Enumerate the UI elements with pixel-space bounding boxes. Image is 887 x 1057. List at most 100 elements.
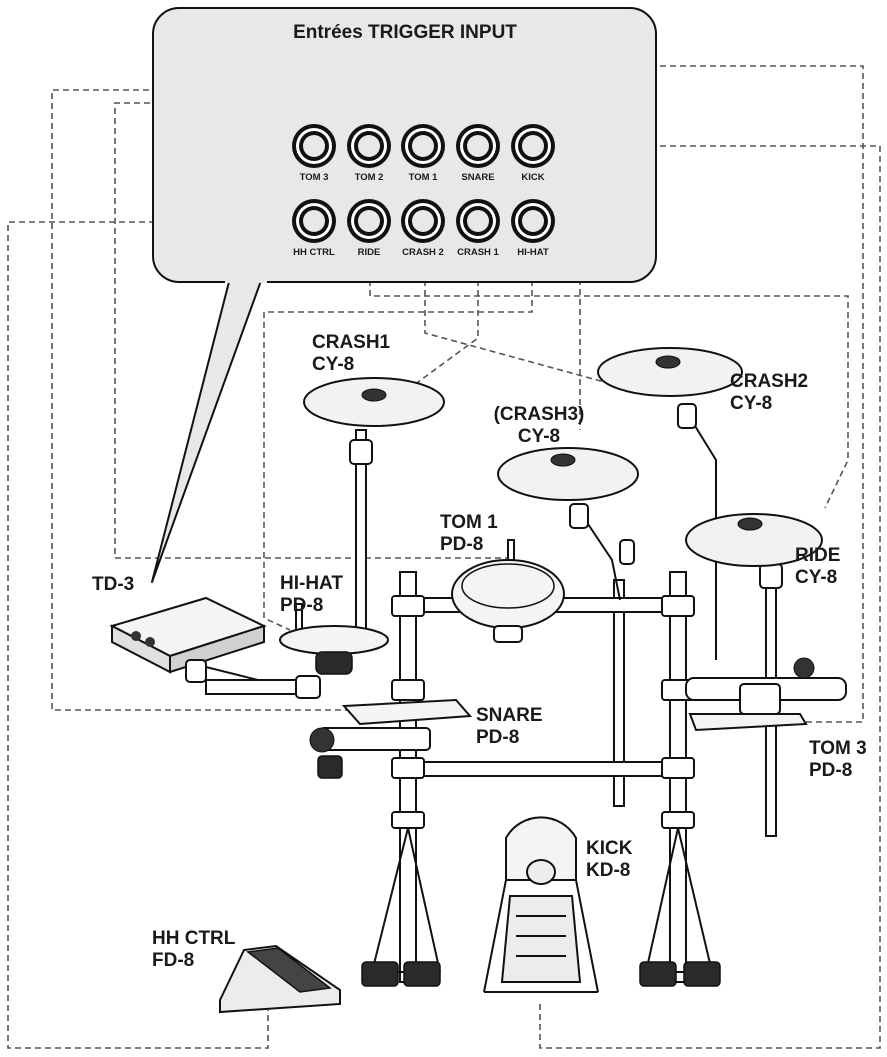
rack-foot [403,961,441,987]
clamp [391,757,425,779]
kick-pad [483,816,599,993]
cymbal-disc [303,377,445,427]
trigger-jack-ride: RIDE [347,199,391,258]
cable-crash1 [409,270,479,389]
pad-clamp [295,675,321,699]
kick-pedal [500,895,582,983]
cymbal-disc [685,513,823,567]
kick-pedal-ridges [516,915,566,957]
snare-clamp [317,755,343,779]
cymbal-holder [349,439,373,465]
jack-row-top: TOM 3 TOM 2 TOM 1 SNARE KICK [292,124,555,183]
snare-arm [319,727,431,751]
cymbal-holder [759,563,783,589]
trigger-jack-label: TOM 2 [355,172,384,183]
trigger-jack-label: CRASH 1 [457,247,499,258]
trigger-jack-crash-2: CRASH 2 [401,199,445,258]
pedal-body [219,944,341,1014]
cymbal-arm [579,511,621,601]
label-td3: TD-3 [92,574,134,595]
td3-jack [145,637,155,647]
pedal-plate [246,947,332,993]
clamp [391,811,425,829]
crash3-cymbal [497,447,639,601]
rack-bar-lower [415,761,671,777]
tom1-pad [451,539,565,643]
clamp [661,595,695,617]
pad-body [451,559,565,629]
rack-foot [361,961,399,987]
rack-post-center [613,579,625,807]
tom3-knob [793,657,815,679]
trigger-jack-tom-2: TOM 2 [347,124,391,183]
tom3-clamp [739,683,781,715]
trigger-jack-hi-hat: HI-HAT [511,199,555,258]
td3-clamp [185,659,207,683]
cable-hihat [263,270,533,631]
snare-pad [309,698,473,779]
crash2-cymbal [597,347,743,660]
cable-kick [539,145,881,1049]
trigger-jack-tom-3: TOM 3 [292,124,336,183]
cable-ride [369,270,849,509]
pad-head [461,563,555,609]
trigger-jack-label: HI-HAT [517,247,549,258]
snare-knob [309,727,335,753]
trigger-jack-label: HH CTRL [293,247,335,258]
cable-crash2 [424,270,609,384]
hihat-pad [279,603,389,699]
kick-beater [526,859,556,885]
tom3-pad [685,657,847,732]
td3-bar [205,679,309,695]
trigger-jack-tom-1: TOM 1 [401,124,445,183]
cymbal-disc [497,447,639,501]
trigger-jack-hh-ctrl: HH CTRL [292,199,336,258]
trigger-jack-label: CRASH 2 [402,247,444,258]
trigger-jack-label: SNARE [461,172,494,183]
cable-hhctrl [7,221,285,1049]
label-crash3: (CRASH3)CY-8 [494,404,585,447]
panel-title: Entrées TRIGGER INPUT [293,22,517,43]
trigger-jack-label: RIDE [358,247,381,258]
cymbal-bell [655,355,681,369]
hhctrl-pedal [219,944,341,1014]
cymbal-bell [550,453,576,467]
clamp [391,595,425,617]
td3-module [109,596,309,695]
cable-routes [7,65,881,1049]
jack-row-bottom: HH CTRL RIDE CRASH 2 CRASH 1 HI-HAT [292,199,555,258]
trigger-jack-crash-1: CRASH 1 [456,199,500,258]
trigger-jack-label: KICK [521,172,544,183]
pad-rod [507,539,515,563]
clamp [391,679,425,701]
pad-mount [493,625,523,643]
trigger-jack-snare: SNARE [456,124,500,183]
kick-frame [483,879,599,993]
pad-body [279,625,389,655]
cymbal-holder [569,503,589,529]
td3-jack [131,631,141,641]
callout-pointer [151,277,263,583]
cable-tom1 [114,102,510,559]
trigger-jack-label: TOM 3 [300,172,329,183]
cymbal-bell [737,517,763,531]
trigger-input-panel: Entrées TRIGGER INPUT TOM 3 TOM 2 TOM 1 SNA… [151,7,657,583]
kick-pad-body [505,816,577,881]
clamp [661,757,695,779]
cymbal-bell [361,388,387,402]
rack-foot [639,961,677,987]
rack-foot [683,961,721,987]
clamp [661,811,695,829]
